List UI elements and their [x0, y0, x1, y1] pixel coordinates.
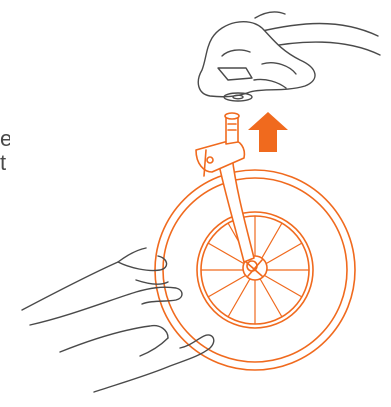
up-arrow-icon — [248, 112, 288, 152]
front-wheel-icon — [155, 113, 355, 370]
hands-icon — [22, 248, 214, 392]
stroller-frame-icon — [198, 12, 380, 101]
